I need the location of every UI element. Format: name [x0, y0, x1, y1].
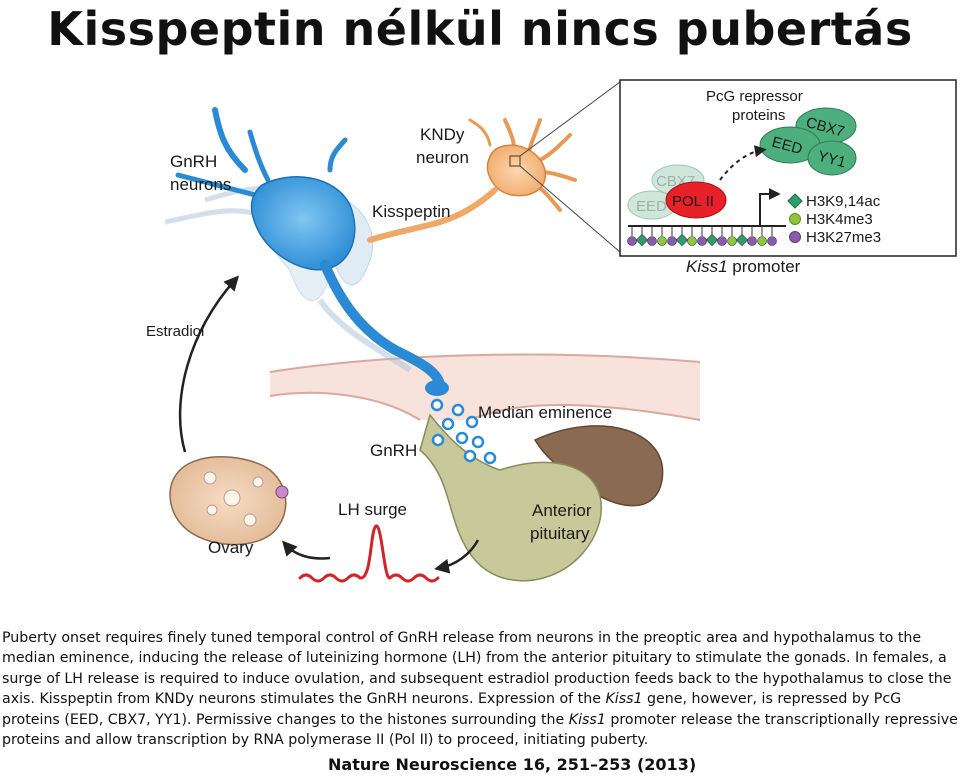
pol2-label: POL II [672, 193, 714, 210]
median-eminence-tissue [269, 353, 701, 421]
caption-text: promoter release the transcriptionally r… [2, 711, 958, 749]
promoter-label: Kiss1 promoter [686, 257, 801, 276]
caption-gene-italic: Kiss1 [605, 691, 643, 708]
kisspeptin-label: Kisspeptin [372, 202, 450, 221]
protein-eed-bound: EED [636, 198, 667, 215]
histone-mark [657, 236, 667, 246]
histone-legend: H3K9,14ac H3K4me3 H3K27me3 [787, 193, 881, 246]
histone-mark [697, 236, 707, 246]
figure-caption: Puberty onset requires finely tuned temp… [2, 628, 958, 750]
anterior-pituitary-label-1: Anterior [532, 501, 592, 520]
gnrh-neuron [175, 107, 449, 396]
histone-mark [757, 236, 767, 246]
legend-item: H3K27me3 [789, 229, 881, 246]
histone-mark [687, 236, 697, 246]
gnrh-hormone-label: GnRH [370, 441, 417, 460]
ovary [169, 456, 289, 546]
histone-mark [627, 236, 637, 246]
kiss1-promoter-inset: PcG repressor proteins CBX7 EED YY1 CBX7… [619, 79, 957, 276]
lh-surge-wave [298, 524, 440, 583]
caption-gene-italic: Kiss1 [568, 711, 606, 728]
histone-mark [747, 236, 757, 246]
ovary-label: Ovary [208, 538, 254, 557]
kndy-neuron [367, 118, 577, 243]
histone-mark [735, 233, 749, 247]
histone-marks [627, 226, 777, 247]
svg-text:H3K27me3: H3K27me3 [806, 229, 881, 246]
protein-yy1-free: YY1 [816, 148, 848, 172]
svg-text:H3K4me3: H3K4me3 [806, 211, 873, 228]
caption-text: Puberty onset requires finely tuned temp… [2, 630, 952, 708]
median-eminence-label: Median eminence [478, 403, 612, 422]
kndy-neuron-label-1: KNDy [420, 125, 465, 144]
histone-mark [675, 233, 689, 247]
legend-item: H3K9,14ac [787, 193, 881, 210]
estradiol-label: Estradiol [146, 323, 204, 340]
gnrh-release-granules [430, 398, 497, 465]
caption-text: gene, however, is repressed by PcG prote… [2, 691, 902, 728]
anterior-pituitary-label-2: pituitary [530, 524, 590, 543]
histone-mark [767, 236, 777, 246]
histone-mark [647, 236, 657, 246]
zoom-lines [519, 81, 621, 253]
histone-mark [635, 233, 649, 247]
arrow-estradiol-feedback [178, 275, 240, 453]
histone-mark [705, 233, 719, 247]
svg-text:H3K9,14ac: H3K9,14ac [806, 193, 881, 210]
pcg-label-line1: PcG repressor [706, 88, 803, 105]
kndy-neuron-label-2: neuron [416, 148, 469, 167]
histone-mark [727, 236, 737, 246]
gnrh-neurons-label-2: neurons [170, 175, 231, 194]
page-title: Kisspeptin nélkül nincs pubertás [47, 2, 913, 56]
histone-mark [667, 236, 677, 246]
lh-surge-label: LH surge [338, 500, 407, 519]
gnrh-neurons-label-1: GnRH [170, 152, 217, 171]
arrow-pituitary-to-ovary [281, 540, 331, 560]
arrow-pituitary-to-lh [434, 539, 480, 574]
legend-item: H3K4me3 [789, 211, 873, 228]
citation: Nature Neuroscience 16, 251–253 (2013) [328, 755, 697, 774]
puberty-axis-diagram: PcG repressor proteins CBX7 EED YY1 CBX7… [146, 79, 957, 583]
pcg-label-line2: proteins [732, 107, 785, 124]
histone-mark [717, 236, 727, 246]
